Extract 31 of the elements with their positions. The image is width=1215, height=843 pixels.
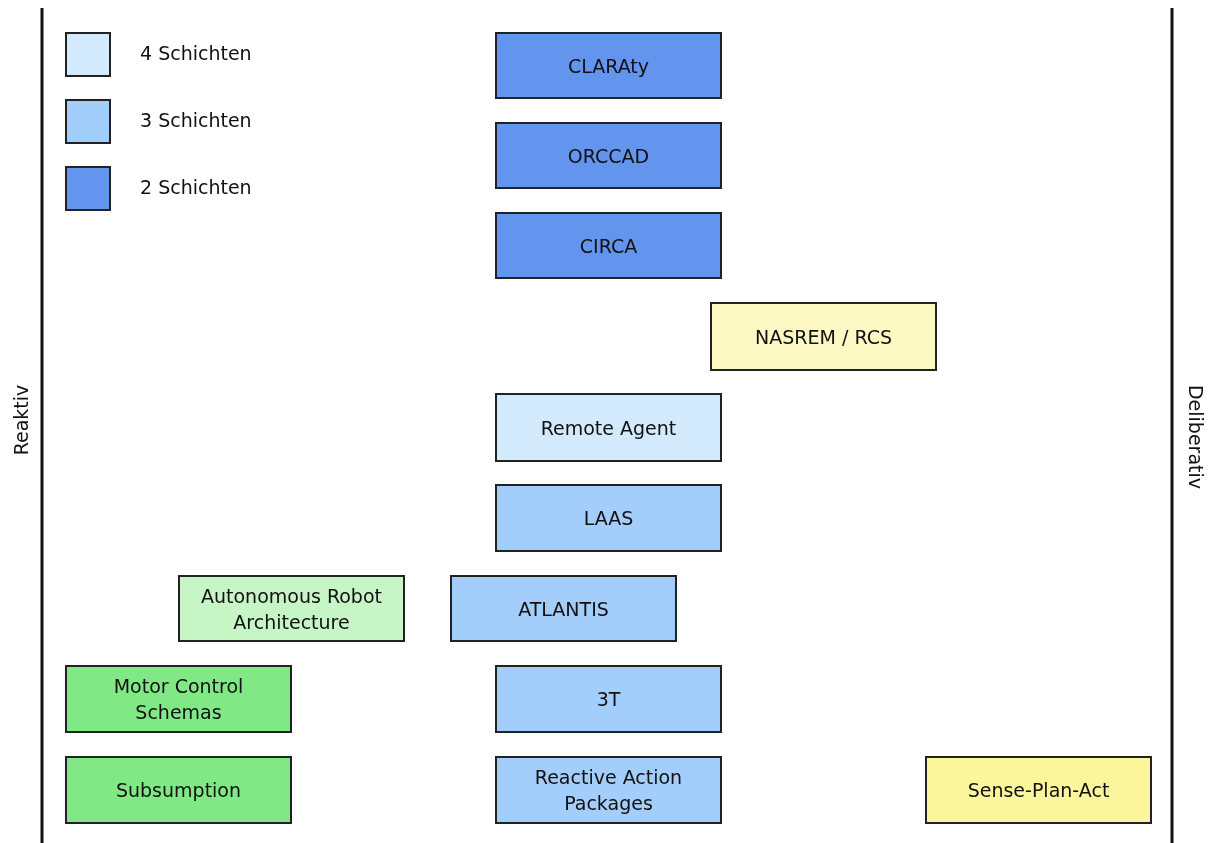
box-label: Reactive Action Packages xyxy=(533,765,684,816)
legend-label: 4 Schichten xyxy=(140,42,252,64)
box-label: Motor Control Schemas xyxy=(112,674,245,725)
box-label: ATLANTIS xyxy=(517,596,610,622)
box-label: NASREM / RCS xyxy=(754,324,893,350)
box-label: 3T xyxy=(595,687,622,712)
box-label: LAAS xyxy=(582,506,635,531)
architecture-box xyxy=(178,575,405,642)
architecture-box xyxy=(925,756,1152,824)
box-label: Subsumption xyxy=(114,778,243,803)
box-label: Sense-Plan-Act xyxy=(966,778,1111,803)
architecture-box xyxy=(710,302,937,371)
architecture-box xyxy=(65,665,292,733)
axis-label: Reaktiv xyxy=(9,384,32,456)
box-label: Autonomous Robot Architecture xyxy=(200,583,383,635)
legend-label: 2 Schichten xyxy=(140,176,252,198)
legend-label: 3 Schichten xyxy=(140,109,252,131)
architecture-box xyxy=(495,393,722,462)
axis-label: Deliberativ xyxy=(1185,384,1208,490)
architecture-box xyxy=(65,756,292,824)
architecture-box xyxy=(495,665,722,733)
box-label: Remote Agent xyxy=(539,415,678,441)
box-label: CIRCA xyxy=(578,233,639,259)
architecture-box xyxy=(495,756,722,824)
architecture-box xyxy=(495,122,722,189)
architecture-box xyxy=(495,212,722,279)
architecture-box xyxy=(495,484,722,552)
box-label: ORCCAD xyxy=(566,143,651,169)
architecture-box xyxy=(450,575,677,642)
architecture-box xyxy=(495,32,722,99)
box-label: CLARAty xyxy=(566,53,651,79)
